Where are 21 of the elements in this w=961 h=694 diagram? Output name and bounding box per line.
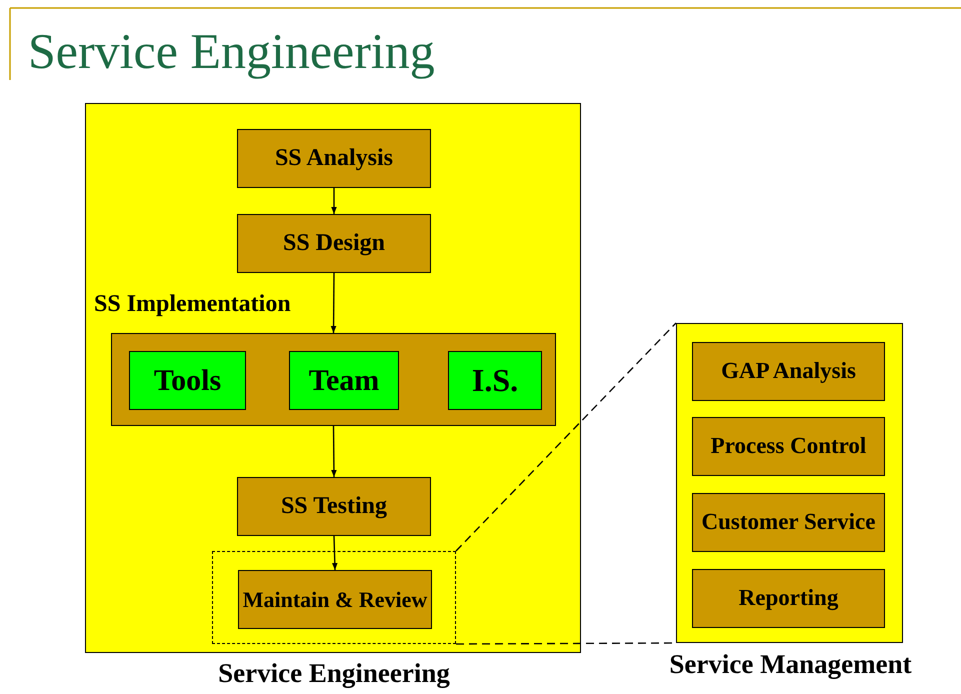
arrow (331, 426, 337, 477)
arrow (332, 536, 338, 570)
panel-title: Service Engineering (217, 659, 451, 688)
component-box: I.S. (448, 351, 542, 410)
process-box: SS Design (237, 214, 431, 273)
process-box: SS Testing (237, 477, 431, 536)
component-box: Team (289, 351, 399, 410)
zoom-line (456, 322, 676, 552)
group-title: SS Implementation (94, 292, 291, 318)
panel-title: Service Management (668, 650, 913, 678)
process-box: SS Analysis (237, 129, 431, 188)
slide-title: Service Engineering (28, 22, 435, 80)
process-box: GAP Analysis (692, 342, 885, 401)
component-box: Tools (129, 351, 246, 410)
process-box: Customer Service (692, 493, 885, 552)
process-box: Maintain & Review (238, 570, 432, 629)
arrow (330, 273, 336, 333)
process-box: Process Control (692, 417, 885, 476)
process-box: Reporting (692, 569, 885, 628)
zoom-frame (212, 551, 456, 644)
arrow (331, 188, 337, 214)
